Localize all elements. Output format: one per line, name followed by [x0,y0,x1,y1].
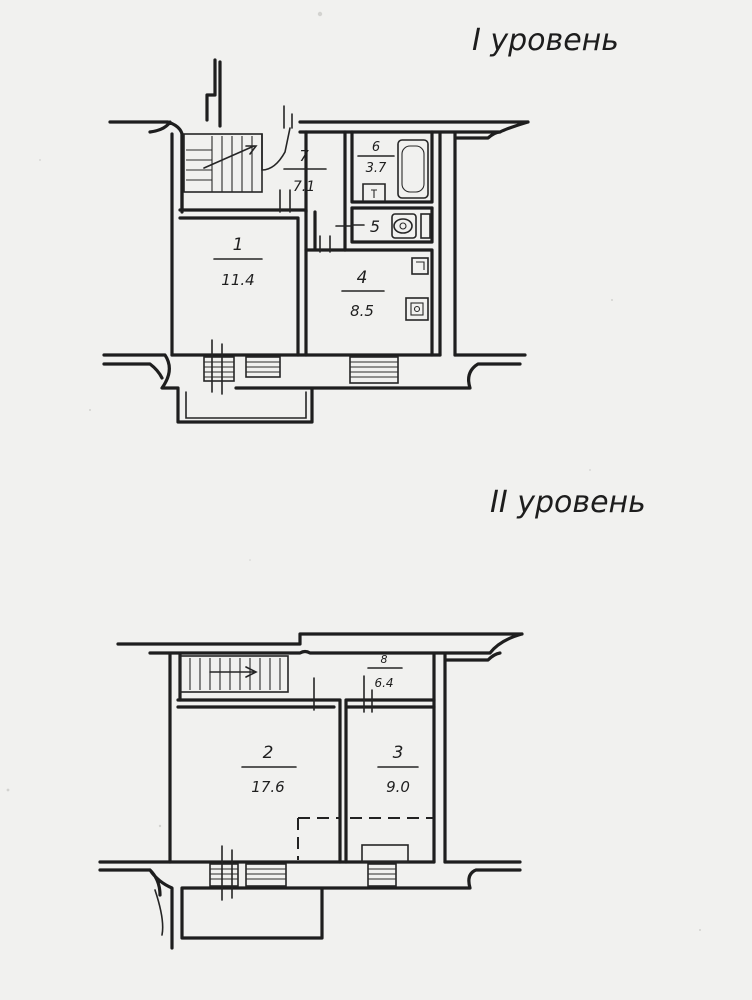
room-area: 17.6 [251,778,284,796]
left-wall [170,132,184,357]
room-2-walls [176,698,342,864]
balcony-rail [185,391,307,419]
bathtub-icon [397,139,429,199]
toilet-cistern [420,213,431,239]
room-number: 3 [393,743,404,763]
level-1-title: I уровень [472,23,619,58]
outer-wall-bottom [102,353,527,424]
level-2-plan: II уровень [98,485,646,950]
room-label-2: 2 17.6 [241,743,297,796]
room-label-7: 7 7.1 [283,147,327,195]
room-number: 6 [372,140,380,155]
outer-wall-top [108,120,530,357]
room-number: 5 [370,217,380,236]
room-label-1: 1 11.4 [213,235,263,289]
room-7-walls [304,130,347,252]
wall-crack [154,889,164,936]
window-icon [361,844,409,887]
stair-shaft-wall [205,58,222,128]
room-label-3: 3 9.0 [377,743,419,796]
room-area: 11.4 [221,271,254,289]
room-6-walls [343,130,434,252]
room-area: 3.7 [366,161,387,176]
window-icon [209,845,239,901]
door-icon [283,105,331,253]
outer-wall-bottom [98,860,522,950]
room-label-8: 8 6.4 [367,653,403,690]
stove-icon [405,297,429,321]
room-area: 6.4 [374,676,393,690]
outer-wall-top [116,632,524,864]
room-number: 8 [381,653,388,666]
room-label-4: 4 8.5 [341,268,385,320]
room-label-6: 6 3.7 [357,140,395,176]
staircase-icon [179,655,289,693]
level-1-plan: I уровень [102,23,619,424]
door-icon [279,189,291,213]
door-icon [313,675,373,713]
wardrobe-outline [297,817,434,860]
window-icon [245,356,281,378]
window-icon [203,339,235,395]
room-area: 9.0 [386,778,410,796]
room-label-5: 5 [351,217,380,236]
room-number: 7 [299,147,309,165]
room-area: 7.1 [293,179,315,195]
paper-texture [6,11,701,931]
sink-icon [411,257,429,275]
room-number: 1 [233,235,244,255]
room-number: 2 [263,743,274,763]
window-icon [245,863,287,887]
level-2-title: II уровень [490,485,646,520]
room-area: 8.5 [350,302,374,320]
toilet-icon [391,213,417,239]
window-icon [349,356,399,384]
staircase-icon [183,127,291,193]
room-3-walls [344,698,436,864]
room-4-walls [343,248,434,357]
sink-icon [362,183,386,201]
room-number: 4 [357,268,368,288]
